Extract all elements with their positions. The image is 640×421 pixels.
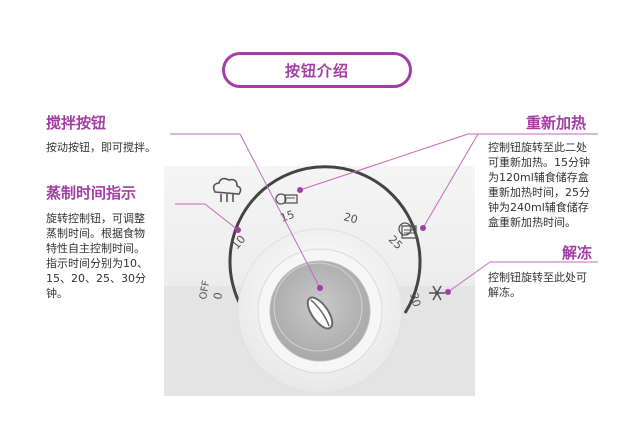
defrost-desc: 控制钮旋转至此处可 解冻。 [488,270,618,300]
steam-desc-line: 特性自主控制时间。 [46,242,145,255]
dial-knob-highlight [273,262,363,352]
steam-time-desc: 旋转控制钮，可调整 蒸制时间。根据食物 特性自主控制时间。 指示时间分别为10、… [46,211,186,301]
dial-tick-0: 0 [211,291,225,300]
steam-desc-line: 15、20、25、30分 [46,272,146,285]
reheat-desc-line: 控制钮旋转至此二处 [488,141,587,154]
section-title: 按钮介绍 [222,52,412,88]
dial-tick-30: 30 [407,291,423,308]
reheat-desc-line: 为120ml辅食储存盒 [488,171,589,184]
stir-desc-line: 按动按钮，即可搅拌。 [46,141,156,154]
reheat-leader-diag-2 [422,133,479,229]
reheat-desc-line: 重新加热时间，25分 [488,186,590,199]
steam-leader-diag [204,203,239,231]
section-title-text: 按钮介绍 [284,61,349,80]
dial-scale-arc [228,165,422,314]
snowflake-icon [429,285,445,301]
steam-desc-line: 旋转控制钮，可调整 [46,212,145,225]
steam-desc-line: 蒸制时间。根据食物 [46,227,145,240]
defrost-desc-line: 控制钮旋转至此处可 [488,271,587,284]
reheat-leader-diag [299,133,469,191]
defrost-desc-line: 解冻。 [488,286,521,299]
dial-tick-15: 15 [279,208,297,225]
reheat-desc: 控制钮旋转至此二处 可重新加热。15分钟 为120ml辅食储存盒 重新加热时间，… [488,140,618,230]
reheat-small-icon [275,193,298,205]
stir-leader-diag [239,133,321,289]
reheat-large-icon [398,222,417,239]
reheat-label: 重新加热 [526,114,587,132]
steam-desc-line: 钟。 [46,287,68,300]
reheat-desc-line: 可重新加热。15分钟 [488,156,590,169]
steam-desc-line: 指示时间分别为10、 [46,257,148,270]
steam-icon [212,177,242,202]
stir-button-desc: 按动按钮，即可搅拌。 [46,140,196,155]
steam-time-label: 蒸制时间指示 [46,184,137,202]
leaf-icon[interactable] [303,294,337,333]
reheat-desc-line: 盒重新加热时间。 [488,216,576,229]
defrost-label: 解冻 [562,244,593,262]
defrost-leader-diag [447,261,491,293]
dial-tick-off: OFF [198,279,212,300]
stir-button-label: 搅拌按钮 [46,114,107,132]
dial-tick-20: 20 [342,210,359,226]
reheat-desc-line: 钟为240ml辅食储存 [488,201,589,214]
